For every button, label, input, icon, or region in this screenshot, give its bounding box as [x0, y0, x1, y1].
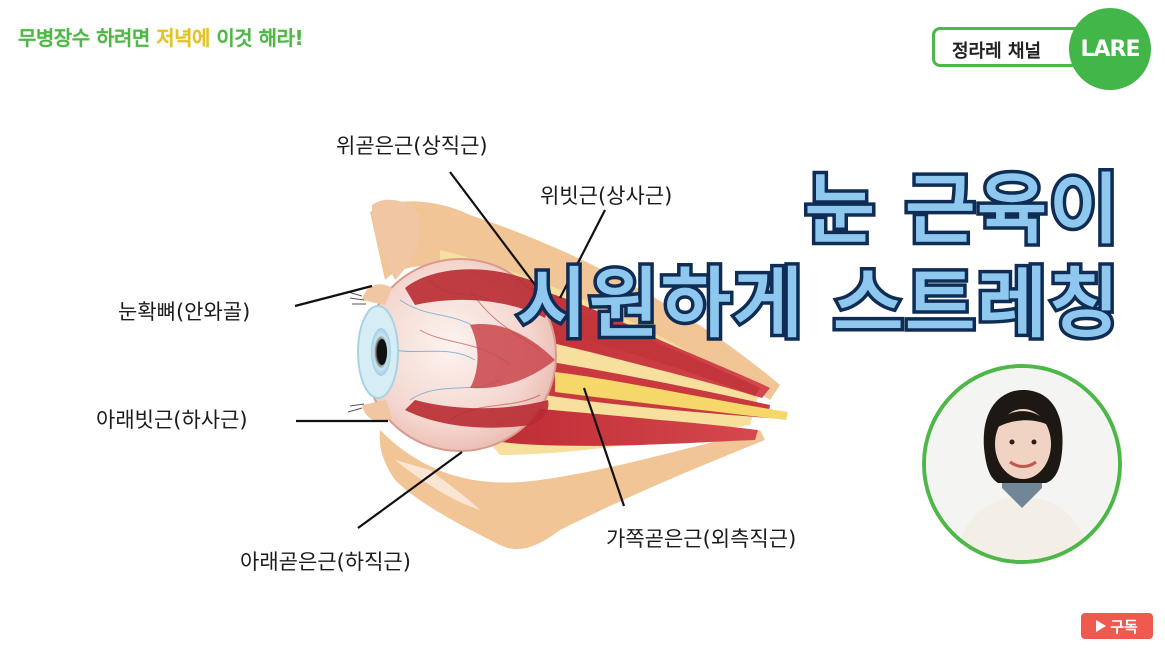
label-superior-rectus: 위곧은근(상직근) [336, 134, 488, 158]
play-icon [1096, 620, 1107, 632]
subscribe-button[interactable]: 구독 [1081, 613, 1153, 639]
leader-orbit [294, 284, 373, 308]
superior-rectus-over-globe [405, 269, 547, 318]
superior-oblique-muscle [540, 300, 760, 396]
orbit-bone-brow [372, 199, 421, 280]
label-inferior-rectus: 아래곧은근(하직근) [240, 550, 411, 574]
pupil [377, 339, 387, 365]
optic-nerve [555, 372, 788, 420]
inferior-rectus-over-globe [405, 400, 549, 428]
label-inferior-oblique: 아래빗근(하사근) [96, 408, 248, 432]
leader-inferior-rectus [357, 451, 463, 529]
host-portrait [926, 368, 1118, 560]
headline-line1: 눈 근육이 [801, 162, 1122, 258]
banner-part1: 무병장수 하려면 [16, 24, 152, 52]
lower-eyelid [362, 400, 392, 422]
label-lateral-rectus: 가쪽곧은근(외측직근) [606, 527, 797, 551]
orbit-bone-lower [379, 430, 765, 550]
top-banner: 무병장수 하려면 저녁에 이것 해라! [16, 22, 306, 52]
leader-lines [294, 171, 626, 529]
orbit-bone-pale [395, 460, 480, 510]
leader-superior-rectus [449, 171, 561, 319]
leader-superior-oblique [559, 209, 606, 299]
channel-name: 정라레 채널 [952, 41, 1042, 62]
banner-part3: 이것 해라! [214, 24, 305, 52]
leader-lateral-rectus [582, 387, 626, 507]
upper-eyelid [362, 284, 392, 305]
label-superior-oblique: 위빗근(상사근) [540, 184, 673, 208]
banner-part2: 저녁에 [154, 24, 212, 52]
host-avatar [922, 364, 1122, 564]
headline-line2: 시원하게 스트레칭 [514, 256, 1123, 352]
label-orbit: 눈확뼈(안와골) [118, 300, 251, 324]
channel-logo: LARE [1069, 8, 1151, 90]
subscribe-label: 구독 [1110, 617, 1138, 636]
oblique-fan [470, 324, 555, 389]
